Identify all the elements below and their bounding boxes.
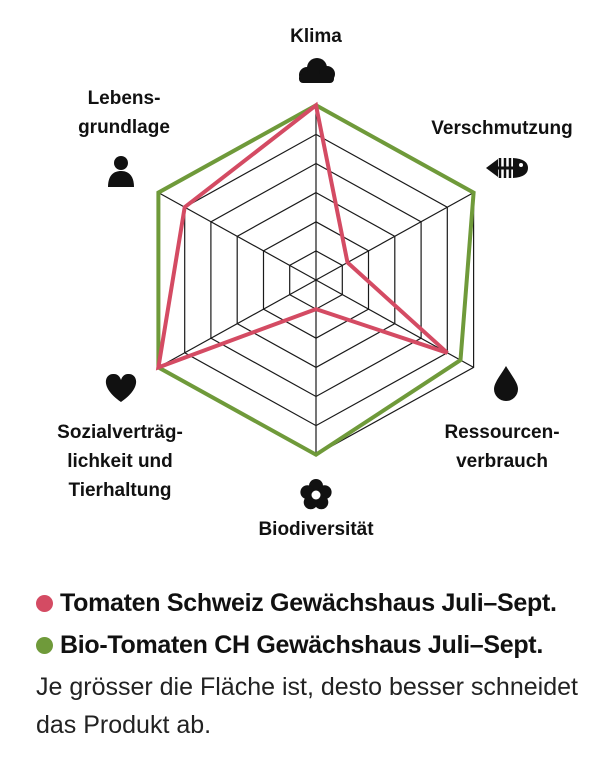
legend-label-series-1: Tomaten Schweiz Gewächshaus Juli–Sept. (60, 588, 557, 617)
series-polygon-1 (155, 101, 449, 371)
radar-grid (157, 104, 475, 456)
axis-line-verschmutzung (315, 192, 474, 281)
person-icon (108, 156, 134, 187)
legend: Tomaten Schweiz Gewächshaus Juli–Sept. B… (36, 582, 601, 666)
axis-label-sozial-1: Sozialverträg- (57, 422, 183, 443)
axis-labels: KlimaVerschmutzungRessourcen-verbrauchBi… (57, 26, 573, 540)
fish-skeleton-icon (486, 158, 528, 178)
axis-icons (105, 58, 528, 510)
heart-icon (105, 373, 137, 402)
axis-label-sozial-3: Tierhaltung (68, 480, 171, 501)
axis-label-ressourcen-1: Ressourcen- (444, 422, 559, 443)
legend-label-series-2: Bio-Tomaten CH Gewächshaus Juli–Sept. (60, 630, 543, 659)
drop-icon (494, 366, 518, 401)
cloud-icon (299, 58, 335, 83)
axis-label-lebensgrundlage-2: grundlage (78, 117, 170, 138)
series-polygon-2 (156, 103, 476, 458)
radar-series (155, 101, 476, 458)
legend-item-series-1: Tomaten Schweiz Gewächshaus Juli–Sept. (36, 582, 601, 624)
legend-item-series-2: Bio-Tomaten CH Gewächshaus Juli–Sept. (36, 624, 601, 666)
legend-swatch-series-2 (36, 636, 53, 654)
axis-label-klima-1: Klima (290, 26, 342, 47)
legend-swatch-series-1 (36, 594, 53, 612)
flower-icon (300, 479, 332, 510)
axis-label-ressourcen-2: verbrauch (456, 451, 548, 472)
axis-label-lebensgrundlage-1: Lebens- (88, 88, 161, 109)
axis-label-sozial-2: lichkeit und (67, 451, 173, 472)
axis-label-biodiversitaet-1: Biodiversität (258, 519, 374, 540)
chart-note: Je grösser die Fläche ist, desto besser … (36, 673, 578, 739)
axis-label-verschmutzung-1: Verschmutzung (431, 118, 572, 139)
axis-line-sozial (158, 279, 317, 368)
radar-chart: KlimaVerschmutzungRessourcen-verbrauchBi… (57, 26, 573, 540)
